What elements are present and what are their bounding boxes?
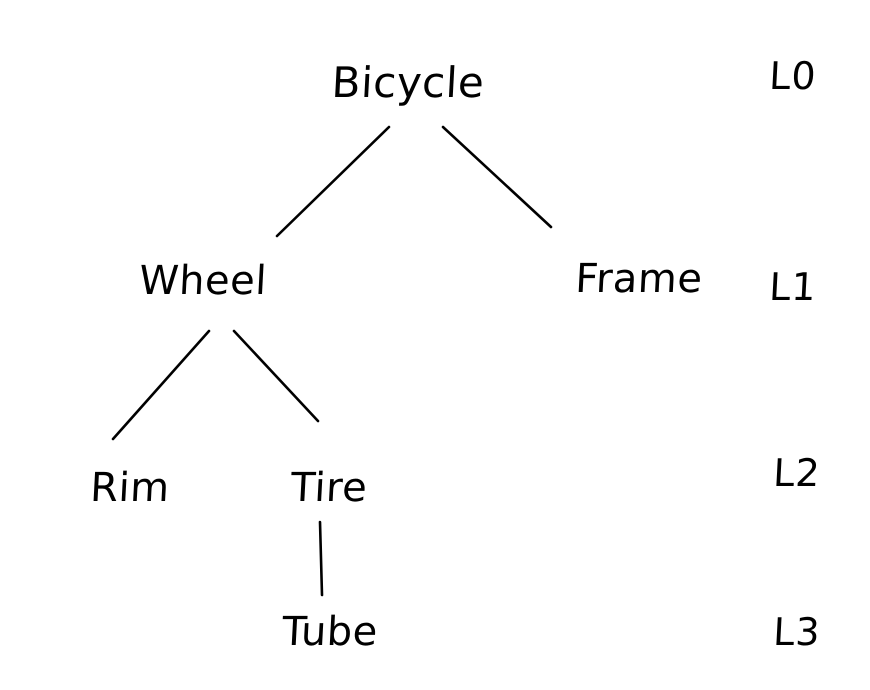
tree-edge-bicycle-frame [441, 125, 553, 229]
level-label-l0: L0 [768, 54, 818, 98]
tree-node-rim[interactable]: Rim [89, 465, 171, 511]
level-label-l2: L2 [772, 451, 822, 495]
tree-edge-wheel-tire [232, 329, 320, 423]
tree-edge-wheel-rim [111, 329, 211, 441]
tree-node-tube[interactable]: Tube [280, 609, 380, 655]
tree-node-tire[interactable]: Tire [289, 465, 369, 511]
tree-node-frame[interactable]: Frame [574, 256, 704, 302]
tree-node-wheel[interactable]: Wheel [137, 258, 269, 304]
level-label-l1: L1 [768, 265, 818, 309]
level-label-l3: L3 [772, 610, 822, 654]
tree-node-bicycle[interactable]: Bicycle [330, 58, 486, 107]
tree-edge-tire-tube [318, 520, 324, 597]
tree-edge-bicycle-wheel [275, 125, 391, 238]
